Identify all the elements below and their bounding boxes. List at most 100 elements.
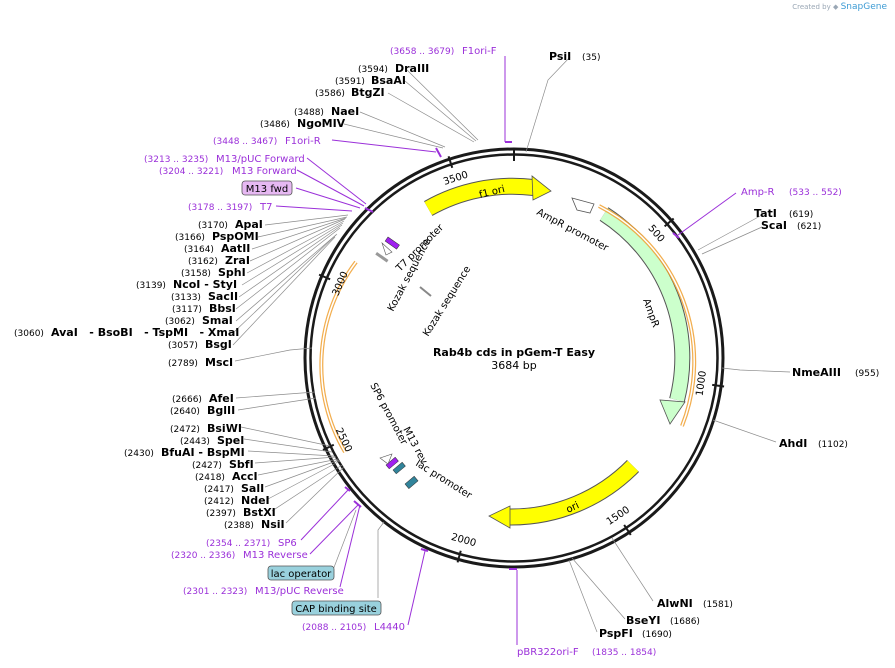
site-name-aatii[interactable]: AatII <box>221 242 250 255</box>
site-name-pspfi[interactable]: PspFI <box>599 627 633 640</box>
feature-t7-promoter[interactable]: T7 promoter Kozak sequence Kozak sequenc… <box>375 222 473 339</box>
primer-name-m13-reverse[interactable]: M13 Reverse <box>243 550 308 561</box>
site-name-sbfi[interactable]: SbfI <box>229 458 254 471</box>
site-pos-sphi: (3158) <box>181 269 211 279</box>
site-name-naei[interactable]: NaeI <box>331 105 359 118</box>
site-pos-bsaai: (3591) <box>335 77 365 87</box>
site-pos-draiii: (3594) <box>358 65 388 75</box>
site-name-nmeaiii[interactable]: NmeAIII <box>792 366 841 379</box>
site-pos-bsgi: (3057) <box>168 341 198 351</box>
tick-label-1500: 1500 <box>605 505 632 528</box>
tick-mark-500 <box>663 217 675 228</box>
site-pos-bfuai: (2430) <box>124 449 154 459</box>
site-labels-right: PsiI (35) TatI (619) ScaI (621) NmeAIII … <box>549 50 879 640</box>
plasmid-length: 3684 bp <box>491 359 536 372</box>
site-name-spei[interactable]: SpeI <box>217 434 244 447</box>
site-name-msci[interactable]: MscI <box>205 356 233 369</box>
site-pos-bbsi: (3117) <box>172 305 202 315</box>
site-pos-ndei: (2412) <box>204 497 234 507</box>
site-name-ahdi[interactable]: AhdI <box>779 437 807 450</box>
boxed-label-cap-binding-site[interactable]: CAP binding site <box>291 600 382 616</box>
site-name-bsaai[interactable]: BsaAI <box>371 74 406 87</box>
primer-range-m13-reverse: (2320 .. 2336) <box>171 551 235 561</box>
site-pos-ngomiv: (3486) <box>260 120 290 130</box>
plasmid-name: Rab4b cds in pGem-T Easy <box>433 346 595 359</box>
site-name-scai[interactable]: ScaI <box>761 219 787 232</box>
tick-label-3000: 3000 <box>331 270 351 298</box>
site-name-alwni[interactable]: AlwNI <box>657 597 693 610</box>
site-name-acci[interactable]: AccI <box>232 470 258 483</box>
site-pos-pspomi: (3166) <box>175 233 205 243</box>
site-name-apai[interactable]: ApaI <box>235 218 263 231</box>
boxed-label-lac-operator-text: lac operator <box>271 569 332 580</box>
site-pos-ncoi: (3139) <box>136 281 166 291</box>
primer-name-f1ori-r[interactable]: F1ori-R <box>285 136 321 147</box>
feature-sp6-lac[interactable]: SP6 promoter M13 rev lac promoter <box>367 381 474 502</box>
site-name-ngomiv[interactable]: NgoMIV <box>297 117 346 130</box>
site-name-bfuai-bspmi[interactable]: BfuAI - BspMI <box>161 446 245 459</box>
primer-name-pbr322ori-f[interactable]: pBR322ori-F <box>517 647 579 658</box>
feature-label-lac-promoter: lac promoter <box>413 458 474 502</box>
site-name-ndei[interactable]: NdeI <box>241 494 270 507</box>
site-name-bsiwi[interactable]: BsiWI <box>207 422 242 435</box>
primer-name-amp-r[interactable]: Amp-R <box>741 187 775 198</box>
primer-range-f1ori-f: (3658 .. 3679) <box>390 47 454 57</box>
site-pos-tati: (619) <box>789 210 813 220</box>
primer-name-m13-forward[interactable]: M13 Forward <box>232 166 297 177</box>
snapgene-logo-icon: ◆ <box>832 3 839 11</box>
primer-markers <box>344 141 680 570</box>
site-pos-afei: (2666) <box>172 395 202 405</box>
site-name-bbsi[interactable]: BbsI <box>209 302 236 315</box>
primer-name-m13-puc-forward[interactable]: M13/pUC Forward <box>216 154 305 165</box>
site-name-btgzi[interactable]: BtgZI <box>351 86 385 99</box>
site-pos-bseyi: (1686) <box>670 617 700 627</box>
site-pos-spei: (2443) <box>180 437 210 447</box>
site-name-draiii[interactable]: DraIII <box>395 62 429 75</box>
site-name-bstxi[interactable]: BstXI <box>243 506 276 519</box>
site-pos-scai: (621) <box>797 222 821 232</box>
feature-label-kozak-1: Kozak sequence <box>386 237 434 313</box>
site-pos-smai: (3062) <box>165 317 195 327</box>
site-name-bsgi[interactable]: BsgI <box>205 338 232 351</box>
site-name-tati[interactable]: TatI <box>754 207 777 220</box>
primer-name-l4440[interactable]: L4440 <box>374 622 405 633</box>
site-name-smai[interactable]: SmaI <box>202 314 233 327</box>
tick-label-2500: 2500 <box>333 426 354 454</box>
boxed-label-m13-fwd[interactable]: M13 fwd <box>241 180 293 196</box>
site-name-avai-bsobi-tspmi-xmai[interactable]: AvaI - BsoBI - TspMI - XmaI <box>51 326 239 339</box>
site-name-sphi[interactable]: SphI <box>218 266 246 279</box>
feature-ori[interactable]: ori <box>488 459 640 529</box>
site-name-bglii[interactable]: BglII <box>207 404 235 417</box>
site-name-psii[interactable]: PsiI <box>549 50 571 63</box>
tick-label-1000: 1000 <box>695 370 709 397</box>
primer-name-f1ori-f[interactable]: F1ori-F <box>462 46 497 57</box>
site-name-nsii[interactable]: NsiI <box>261 518 285 531</box>
site-name-ncoi-styi[interactable]: NcoI - StyI <box>173 278 237 291</box>
boxed-label-lac-operator[interactable]: lac operator <box>267 565 335 581</box>
feature-label-sp6-promoter: SP6 promoter <box>367 381 409 447</box>
site-name-pspomi[interactable]: PspOMI <box>212 230 259 243</box>
site-pos-sbfi: (2427) <box>192 461 222 471</box>
primer-name-sp6[interactable]: SP6 <box>278 538 297 549</box>
site-pos-bstxi: (2397) <box>206 509 236 519</box>
site-name-sacii[interactable]: SacII <box>208 290 238 303</box>
tick-mark-3500 <box>447 156 454 169</box>
site-name-bseyi[interactable]: BseYI <box>626 614 660 627</box>
tick-mark-1000 <box>712 383 725 388</box>
site-name-afei[interactable]: AfeI <box>209 392 234 405</box>
primer-name-t7[interactable]: T7 <box>259 202 272 213</box>
orf-arc-left-core <box>320 261 357 453</box>
feature-label-ampr: AmpR <box>640 297 661 329</box>
primer-range-m13-puc-forward: (3213 .. 3235) <box>144 155 208 165</box>
primer-range-sp6: (2354 .. 2371) <box>206 539 270 549</box>
primer-name-m13-puc-reverse[interactable]: M13/pUC Reverse <box>255 586 344 597</box>
primer-range-f1ori-r: (3448 .. 3467) <box>213 137 277 147</box>
primer-range-t7: (3178 .. 3197) <box>188 203 252 213</box>
credit-brand: SnapGene <box>840 2 887 12</box>
site-name-sali[interactable]: SalI <box>241 482 264 495</box>
site-name-zrai[interactable]: ZraI <box>225 254 250 267</box>
feature-ampr[interactable]: AmpR <box>599 207 691 425</box>
site-pos-psii: (35) <box>582 53 600 63</box>
site-pos-pspfi: (1690) <box>642 630 672 640</box>
primer-labels: (3658 .. 3679) F1ori-F (3448 .. 3467) F1… <box>144 46 842 658</box>
